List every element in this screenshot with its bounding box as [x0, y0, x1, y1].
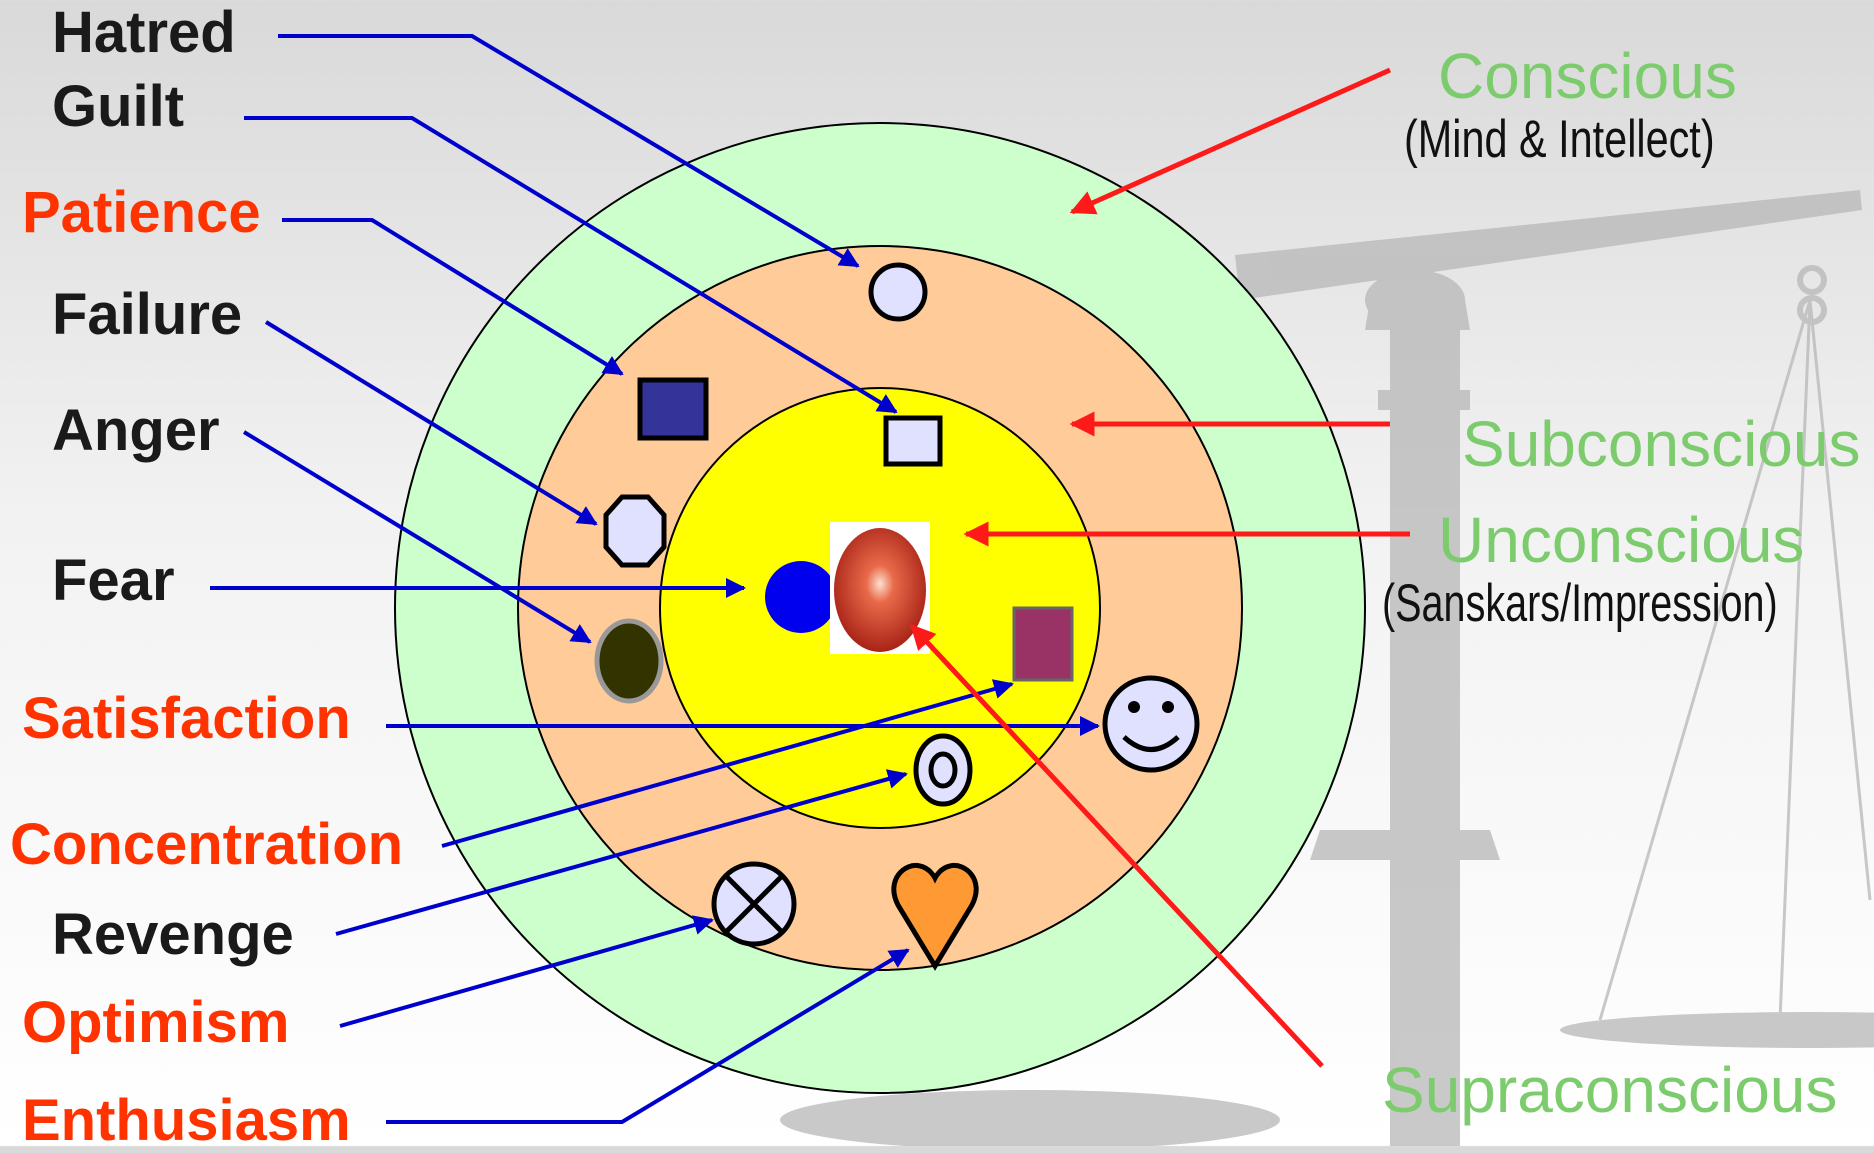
glowing-egg-icon — [830, 522, 930, 654]
label-conscious-note: (Mind & Intellect) — [1404, 112, 1715, 165]
square-outline-icon — [886, 418, 940, 464]
label-satisfaction: Satisfaction — [22, 690, 351, 748]
label-anger: Anger — [52, 402, 220, 460]
label-unconscious-note: (Sanskars/Impression) — [1382, 576, 1778, 629]
label-conscious: Conscious — [1438, 44, 1737, 108]
label-optimism: Optimism — [22, 994, 290, 1052]
octagon-icon — [606, 497, 664, 565]
label-hatred: Hatred — [52, 4, 236, 62]
label-revenge: Revenge — [52, 906, 294, 964]
purple-square-icon — [1014, 608, 1072, 680]
conscious-arrow — [1072, 70, 1390, 212]
label-fear: Fear — [52, 552, 175, 610]
cross-circle-icon — [714, 864, 794, 944]
label-patience: Patience — [22, 184, 261, 242]
label-failure: Failure — [52, 286, 242, 344]
label-concentration: Concentration — [10, 816, 403, 874]
blue-dot-icon — [765, 561, 837, 633]
dark-square-icon — [640, 380, 706, 438]
target-icon — [916, 736, 970, 804]
label-unconscious: Unconscious — [1438, 508, 1804, 572]
label-enthusiasm: Enthusiasm — [22, 1092, 351, 1150]
label-subconscious: Subconscious — [1462, 412, 1860, 476]
smiley-icon — [1105, 678, 1197, 770]
label-guilt: Guilt — [52, 78, 184, 136]
label-supraconscious: Supraconscious — [1382, 1058, 1837, 1122]
dark-ellipse-icon — [597, 621, 661, 701]
circle-icon — [871, 265, 925, 319]
